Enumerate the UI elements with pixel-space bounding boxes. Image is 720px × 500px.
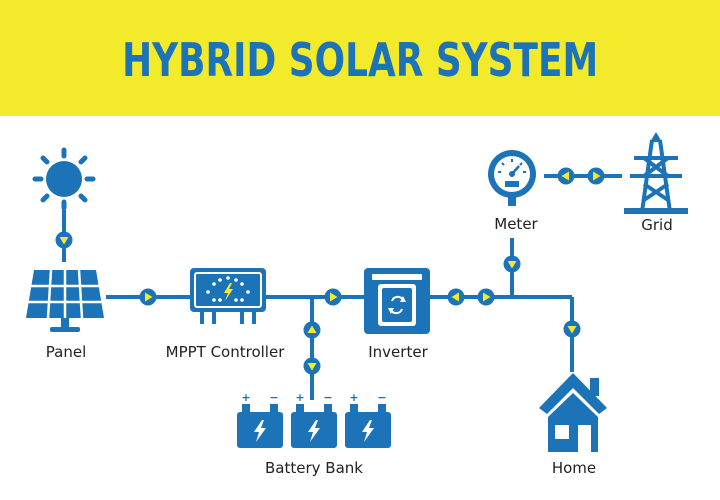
system-diagram: Panel MPPT Controller Inverter: [26, 132, 688, 477]
arrow-down-meter: [503, 255, 521, 273]
mppt-label: MPPT Controller: [166, 343, 286, 361]
svg-text:−: −: [269, 391, 278, 404]
svg-text:−: −: [377, 391, 386, 404]
sun-icon: [32, 147, 96, 211]
battery-label: Battery Bank: [265, 459, 363, 477]
arrow-left-grid-meter: [557, 167, 575, 185]
charge-controller-icon: [190, 268, 266, 324]
svg-text:−: −: [323, 391, 332, 404]
arrow-right-mppt-inverter: [324, 288, 342, 306]
inverter-label: Inverter: [368, 343, 428, 361]
arrow-up-battery: [303, 321, 321, 339]
connection-lines: [62, 174, 622, 400]
panel-label: Panel: [46, 343, 86, 361]
arrow-right-panel-mppt: [139, 288, 157, 306]
meter-gauge-icon: [488, 150, 536, 206]
svg-text:+: +: [241, 391, 250, 404]
arrow-down-battery: [303, 357, 321, 375]
svg-text:+: +: [349, 391, 358, 404]
diagram-title: HYBRID SOLAR SYSTEM: [121, 33, 599, 87]
arrow-down-home: [563, 320, 581, 338]
svg-text:+: +: [295, 391, 304, 404]
grid-label: Grid: [641, 216, 672, 234]
home-label: Home: [552, 459, 596, 477]
arrow-right-grid-meter: [587, 167, 605, 185]
transmission-tower-icon: [624, 132, 688, 214]
arrow-right-grid-side: [477, 288, 495, 306]
title-banner: HYBRID SOLAR SYSTEM: [0, 0, 720, 116]
house-icon: [539, 373, 607, 452]
arrow-down-sun-panel: [55, 231, 73, 249]
solar-panel-icon: [26, 269, 104, 332]
battery-icon: + − + − + −: [237, 391, 391, 448]
arrow-left-inverter: [447, 288, 465, 306]
inverter-icon: [364, 268, 430, 334]
meter-label: Meter: [494, 215, 538, 233]
flow-arrows: [55, 167, 605, 375]
